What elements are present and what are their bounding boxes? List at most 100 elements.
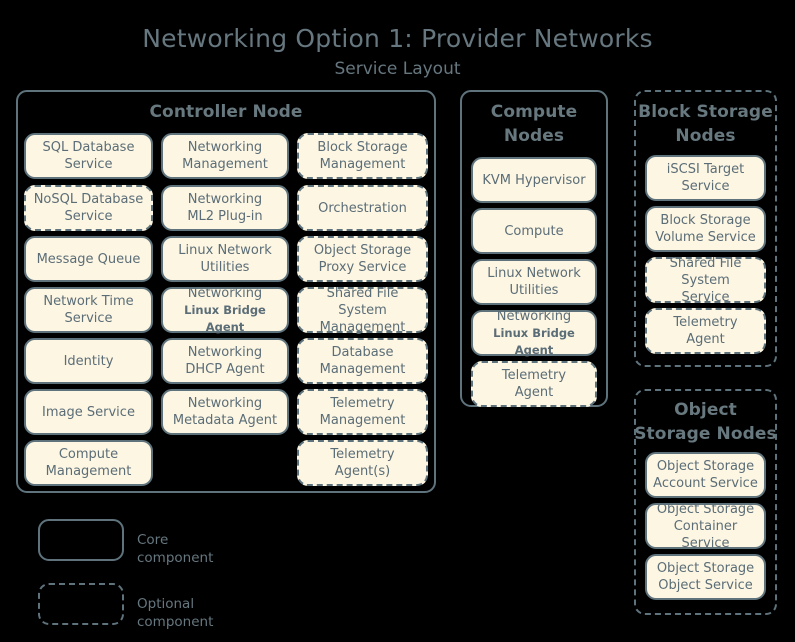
- service-box-line: Service: [64, 209, 113, 224]
- legend-label-optional: Optional component: [137, 596, 214, 630]
- legend-swatch-core: [38, 519, 124, 561]
- group-controller-node[interactable]: [16, 90, 436, 493]
- service-box[interactable]: Image Service: [24, 389, 153, 435]
- service-box-line: KVM Hypervisor: [482, 172, 586, 188]
- service-box-line: Utilities: [200, 260, 250, 275]
- service-box-line: Management: [45, 464, 132, 479]
- group-block-storage-nodes[interactable]: [634, 90, 777, 367]
- service-box-line: Networking: [187, 192, 263, 207]
- service-box-line: Object Storage: [656, 459, 755, 474]
- service-box-line: Message Queue: [36, 251, 141, 267]
- page-subtitle: Service Layout: [334, 59, 461, 79]
- service-box[interactable]: Identity: [24, 338, 153, 384]
- service-box-line: Management: [319, 319, 406, 335]
- service-box-line: Management: [182, 157, 268, 172]
- service-box-line: Service: [64, 157, 113, 172]
- service-box-line: Compute: [58, 447, 119, 462]
- legend-swatch-optional: [38, 583, 124, 625]
- service-box-line: iSCSI Target: [666, 162, 745, 177]
- service-box-line: Telemetry: [501, 368, 567, 383]
- service-box-line: Management: [319, 362, 406, 377]
- service-box-line: SQL Database: [42, 140, 135, 155]
- page-title: Networking Option 1: Provider Networks: [142, 24, 653, 53]
- service-box-line: Networking: [187, 396, 263, 411]
- service-box-line: Telemetry: [330, 396, 395, 411]
- service-box-line: Network Time: [43, 294, 134, 309]
- service-box-line: Linux Bridge Agent: [493, 325, 575, 357]
- service-box-line: Object Storage: [656, 561, 755, 576]
- service-box-line: Proxy Service: [318, 260, 407, 275]
- service-box-line: Agent: [686, 332, 725, 347]
- service-box-line: Management: [319, 413, 406, 428]
- service-box-line: Linux Bridge Agent: [184, 302, 266, 334]
- service-box-line: Shared File System: [326, 285, 399, 318]
- service-box-line: Compute: [504, 223, 564, 239]
- service-box-line: Object Service: [658, 578, 753, 593]
- service-box[interactable]: Message Queue: [24, 236, 153, 282]
- service-box-line: DHCP Agent: [185, 362, 265, 377]
- service-box-line: Account Service: [653, 476, 758, 491]
- service-box-line: Linux Network: [178, 243, 272, 258]
- service-box-line: Volume Service: [655, 230, 756, 245]
- legend-label-core: Core component: [137, 532, 214, 566]
- service-box[interactable]: Orchestration: [297, 185, 428, 231]
- service-box-line: Networking: [496, 308, 572, 324]
- group-object-storage-nodes[interactable]: [634, 389, 777, 615]
- group-title-controller-node: Controller Node: [149, 102, 303, 122]
- service-box-line: Object Storage: [313, 243, 412, 258]
- group-title-object-storage-nodes: Object Storage Nodes: [634, 400, 777, 444]
- service-box-line: Telemetry: [330, 447, 395, 462]
- service-box-line: Service: [681, 179, 730, 194]
- service-box-line: Block Storage: [660, 213, 751, 228]
- service-box-line: Container Service: [673, 518, 738, 551]
- service-box-line: Shared File System: [669, 255, 742, 288]
- group-title-compute-nodes: Compute Nodes: [490, 102, 578, 146]
- service-box-line: Metadata Agent: [172, 413, 278, 428]
- service-box-line: Management: [319, 157, 406, 172]
- service-box-line: Linux Network: [487, 266, 581, 281]
- service-box-line: Database: [331, 345, 394, 360]
- service-box-line: Agent(s): [334, 464, 391, 479]
- service-box-line: Block Storage: [317, 140, 408, 155]
- service-box-line: Utilities: [509, 283, 559, 298]
- diagram-title-block: Networking Option 1: Provider Networks S…: [0, 22, 795, 82]
- service-box-line: Service: [64, 311, 113, 326]
- service-box-line: Networking: [187, 345, 263, 360]
- service-box-line: Networking: [187, 285, 263, 301]
- service-box-line: Orchestration: [318, 200, 407, 216]
- group-title-block-storage-nodes: Block Storage Nodes: [638, 102, 773, 146]
- service-box[interactable]: KVM Hypervisor: [471, 157, 597, 203]
- service-box-line: Identity: [63, 353, 114, 369]
- service-box-line: Object Storage: [656, 501, 755, 517]
- service-box-line: Image Service: [42, 404, 135, 420]
- service-box-line: Service: [681, 289, 730, 305]
- service-box-line: Agent: [514, 385, 554, 400]
- service-box[interactable]: Compute: [471, 208, 597, 254]
